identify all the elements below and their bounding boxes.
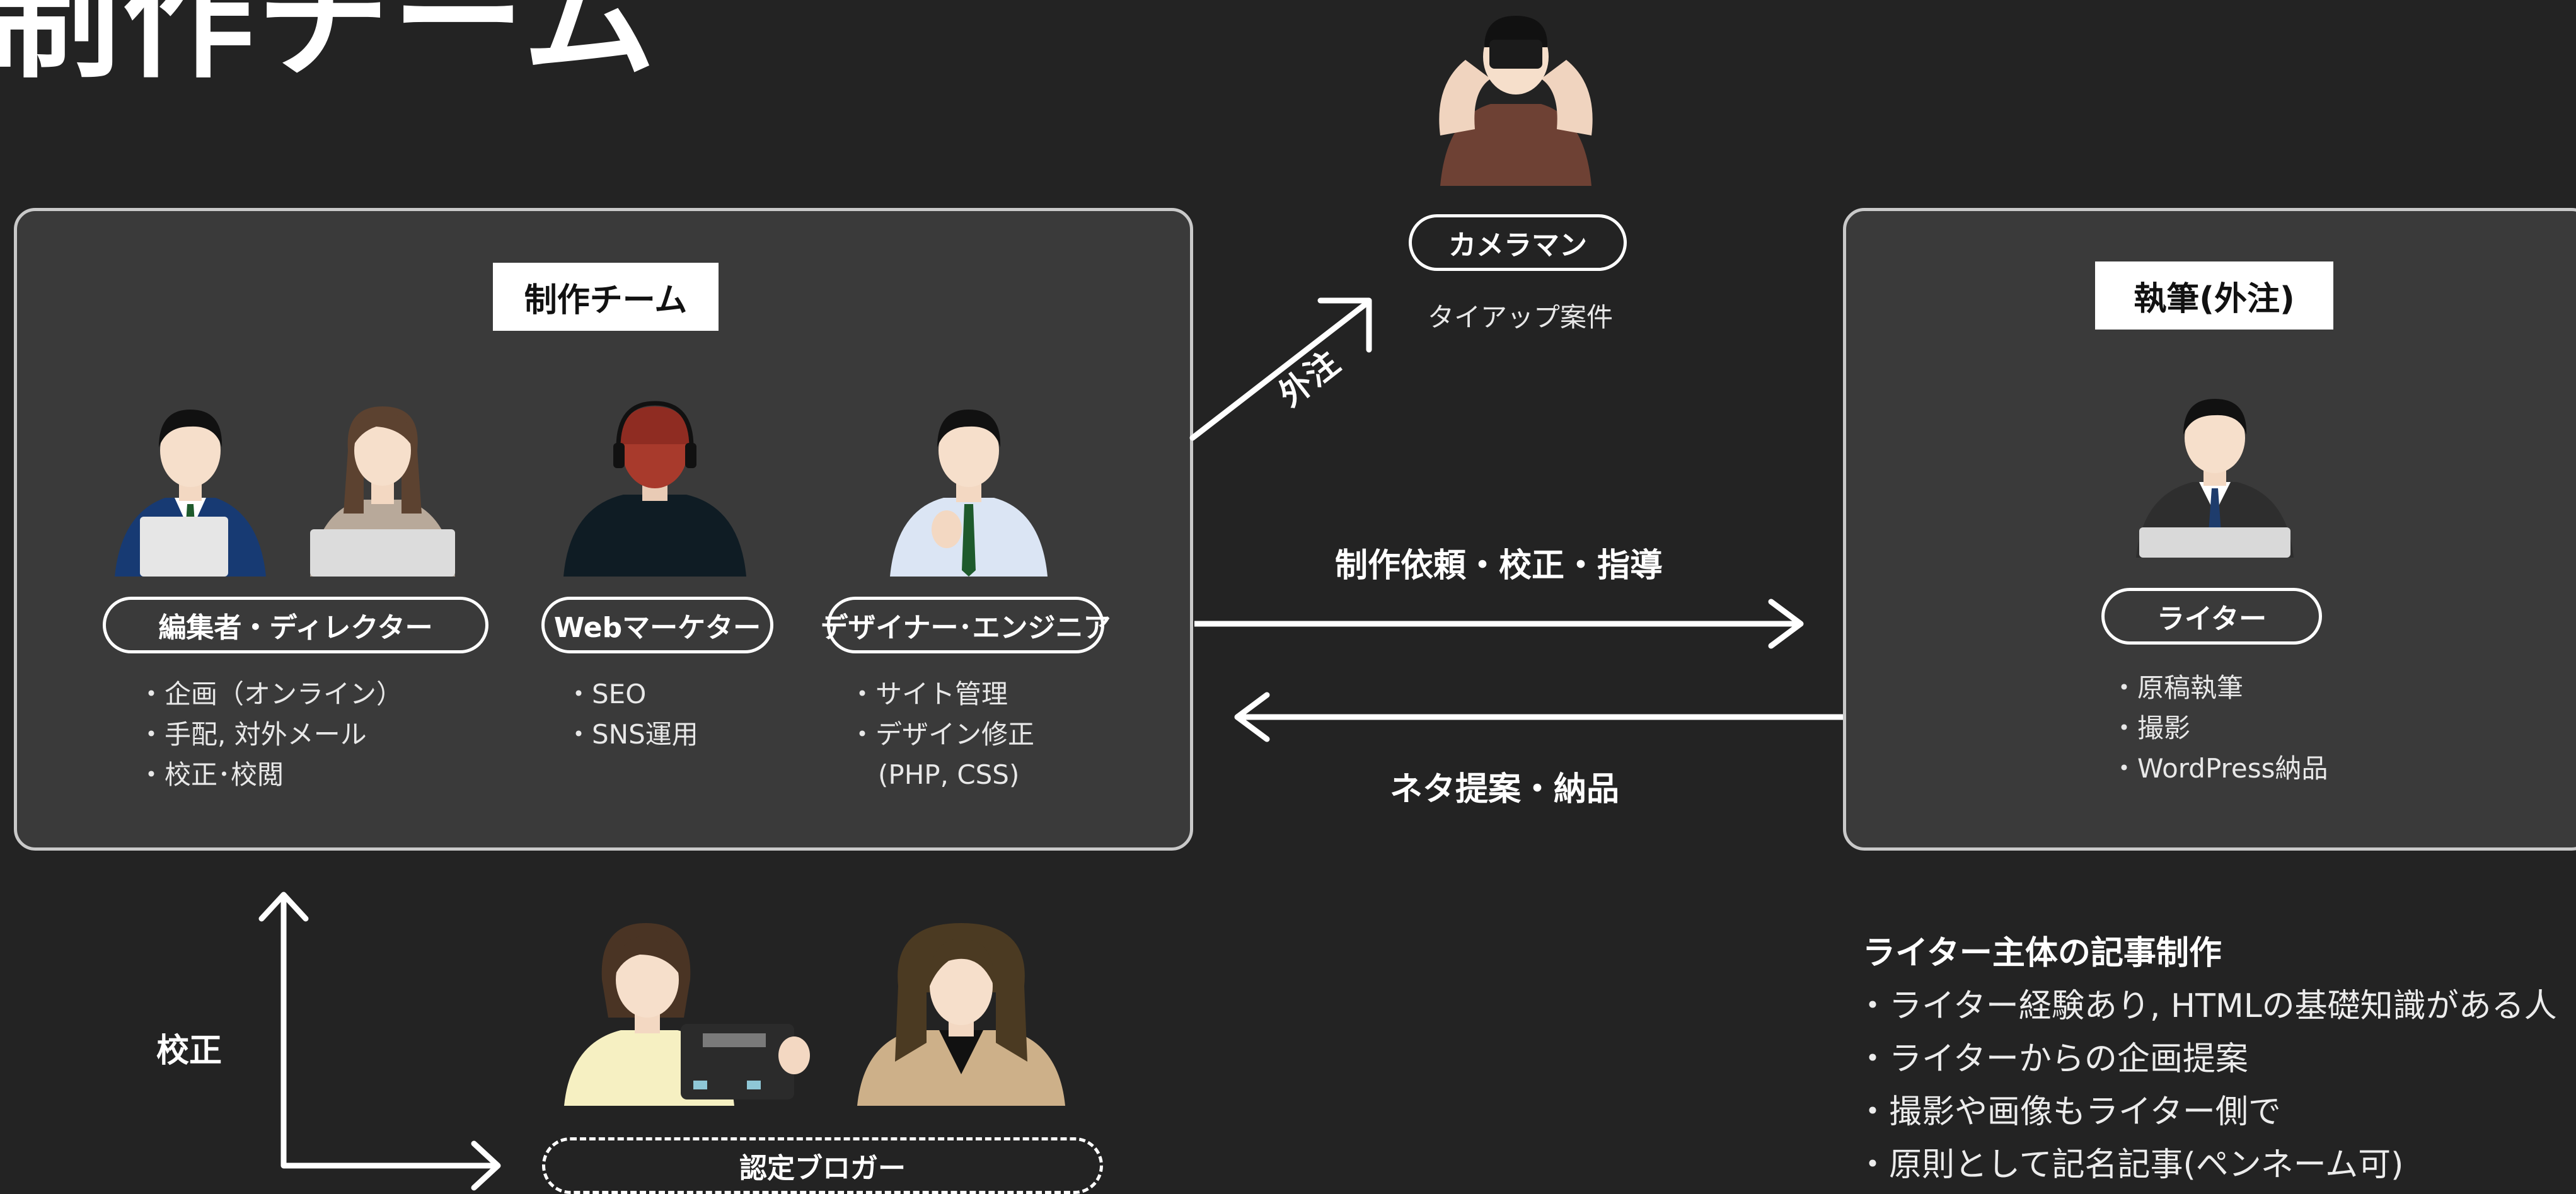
duty-item: ・WordPress納品 xyxy=(2111,753,2328,784)
duty-item: ・SEO xyxy=(565,679,647,709)
editor-duties-list: ・企画（オンライン） ・手配, 対外メール ・校正･校閲 xyxy=(138,674,403,795)
summary-list: ・ライター経験あり, HTMLの基礎知識がある人 ・ライターからの企画提案 ・撮… xyxy=(1856,980,2557,1191)
duty-item: ・サイト管理 xyxy=(849,679,1008,709)
marketer-duties-list: ・SEO ・SNS運用 xyxy=(565,674,698,755)
proofreading-arrow-icon xyxy=(258,892,501,1191)
blogger-female2-icon xyxy=(857,923,1065,1106)
arrow-left-icon xyxy=(1234,692,1847,742)
summary-item: ・ライターからの企画提案 xyxy=(1856,1040,2248,1078)
editor-male-icon xyxy=(115,410,266,577)
production-team-title: 制作チーム xyxy=(493,263,719,331)
role-designer-engineer: デザイナー･エンジニア xyxy=(820,597,1111,653)
summary-item: ・ライター経験あり, HTMLの基礎知識がある人 xyxy=(1856,987,2557,1025)
writer-duties-list: ・原稿執筆 ・撮影 ・WordPress納品 xyxy=(2111,668,2328,789)
role-web-marketer: Webマーケター xyxy=(541,597,773,653)
duty-item: (PHP, CSS) xyxy=(878,759,1020,790)
duty-item: ・撮影 xyxy=(2111,713,2191,743)
duty-item: ・校正･校閲 xyxy=(138,759,284,790)
proofreading-label: 校正 xyxy=(156,1032,222,1070)
outsource-arrow-icon xyxy=(1189,297,1372,441)
web-marketer-icon xyxy=(563,401,746,577)
summary-heading: ライター主体の記事制作 xyxy=(1863,934,2222,972)
editor-female-icon xyxy=(310,406,455,577)
role-cameraman: カメラマン xyxy=(1409,214,1627,271)
role-certified-blogger: 認定ブロガー xyxy=(542,1137,1103,1194)
designer-engineer-icon xyxy=(890,410,1048,577)
writer-icon xyxy=(2136,399,2294,558)
role-writer: ライター xyxy=(2101,588,2322,645)
writer-team-panel: 執筆(外注) ライター ・原稿執筆 ・撮影 ・WordPress納品 xyxy=(1843,208,2576,851)
flow-to-writer-label: 制作依頼・校正・指導 xyxy=(1335,547,1663,585)
cameraman-icon xyxy=(1439,16,1593,186)
blogger-female-icon xyxy=(564,923,810,1106)
designer-duties-list: ・サイト管理 ・デザイン修正 (PHP, CSS) xyxy=(849,674,1034,795)
summary-item: ・撮影や画像もライター側で xyxy=(1856,1093,2281,1131)
production-team-panel: 制作チーム 編集者・ディレクター Webマーケター xyxy=(14,208,1193,851)
page-title: 制作チーム xyxy=(0,0,658,96)
duty-item: ・手配, 対外メール xyxy=(138,719,367,750)
arrow-right-icon xyxy=(1194,599,1804,649)
cameraman-note: タイアップ案件 xyxy=(1428,302,1614,333)
duty-item: ・デザイン修正 xyxy=(849,719,1035,750)
role-editor-director: 編集者・ディレクター xyxy=(103,597,488,653)
duty-item: ・原稿執筆 xyxy=(2111,672,2244,703)
summary-item: ・原則として記名記事(ペンネーム可) xyxy=(1856,1146,2404,1184)
duty-item: ・SNS運用 xyxy=(565,719,698,750)
flow-from-writer-label: ネタ提案・納品 xyxy=(1390,771,1620,808)
writer-team-title: 執筆(外注) xyxy=(2095,261,2333,330)
duty-item: ・企画（オンライン） xyxy=(138,679,403,709)
